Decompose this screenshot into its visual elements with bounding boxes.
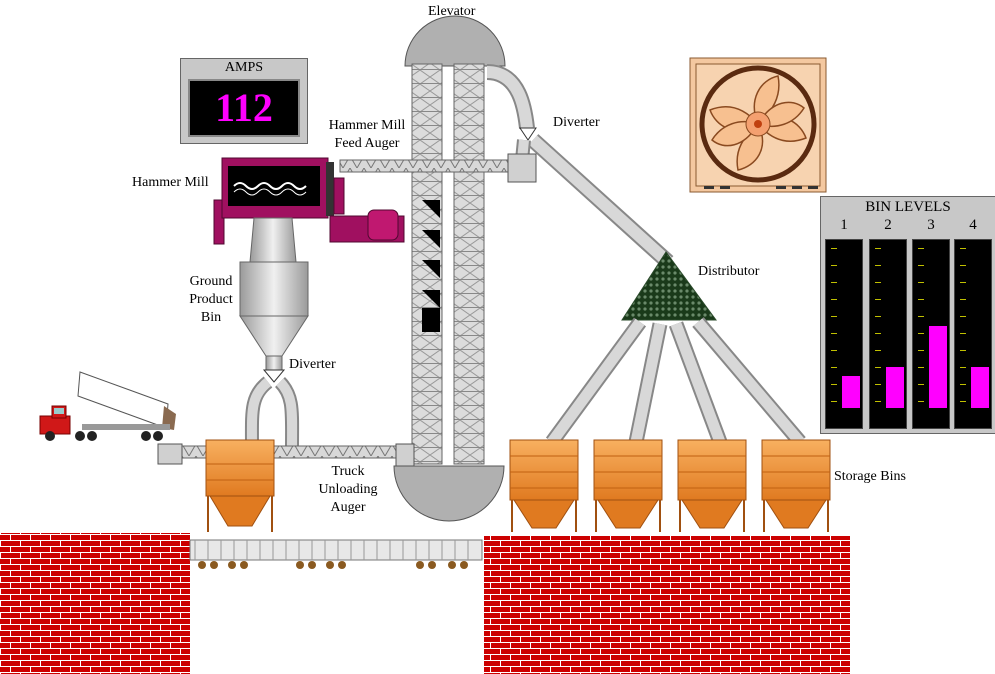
bin-level-fill [971,367,989,408]
amps-meter: AMPS 112 [180,58,308,144]
bin-level-tick [960,282,966,283]
bin-level-tick [875,282,881,283]
bin-level-tick [918,367,924,368]
bin-levels-title: BIN LEVELS [865,199,951,215]
diverter-top-label: Diverter [553,115,600,130]
bin-level-tick [875,384,881,385]
bin-level-label: 4 [969,217,977,233]
truck-unloading-auger-label-line1: Truck [331,464,365,479]
bin-level-tick [960,299,966,300]
ground-product-bin-label-line2: Product [189,292,233,307]
bin-levels-panel: BIN LEVELS 1 2 3 4 [820,196,995,434]
bin-level-tick [918,248,924,249]
truck-receiving-hopper [205,439,275,532]
bin-level-gauge [869,239,907,429]
bin-level-gauge [825,239,863,429]
bin-level-1: 1 [823,217,865,429]
bin-level-gauge [954,239,992,429]
hammer-mill-feed-auger [339,159,511,173]
bin-level-tick [918,316,924,317]
storage-bins-label: Storage Bins [834,469,906,484]
bin-level-3: 3 [910,217,952,429]
bin-level-tick [875,367,881,368]
amps-value: 112 [188,79,300,137]
truck-unloading-auger-label-line2: Unloading [318,482,378,497]
bin-level-fill [842,376,860,408]
bin-level-fill [929,326,947,408]
bin-level-tick [960,333,966,334]
bin-level-tick [918,384,924,385]
diverter-lower-label: Diverter [289,357,336,372]
bin-level-4: 4 [952,217,994,429]
bin-level-label: 1 [840,217,848,233]
truck-unloading-auger-label-line3: Auger [330,500,366,515]
bin-level-tick [831,350,837,351]
bin-level-label: 3 [927,217,935,233]
distributor-label: Distributor [698,264,760,279]
hammer-mill-feed-auger-label-line2: Feed Auger [334,136,400,151]
bin-level-tick [875,350,881,351]
bin-level-tick [918,333,924,334]
bin-level-tick [831,299,837,300]
hammer-mill [213,157,405,245]
bin-level-tick [918,282,924,283]
bin-level-tick [960,248,966,249]
bin-level-tick [831,384,837,385]
bin-level-tick [960,316,966,317]
brick-foundation-right [484,536,850,674]
bin-level-fill [886,367,904,408]
ground-product-bin [239,217,309,449]
ground-product-bin-label-line1: Ground [189,274,233,289]
storage-bins [509,439,831,532]
bin-level-tick [918,265,924,266]
hammer-mill-label: Hammer Mill [132,175,209,190]
bin-level-tick [831,316,837,317]
bin-level-tick [831,265,837,266]
ventilation-fan-icon[interactable] [689,57,827,193]
bin-level-tick [875,401,881,402]
bin-level-tick [831,282,837,283]
bin-level-tick [960,384,966,385]
bin-level-label: 2 [884,217,892,233]
bin-level-gauge [912,239,950,429]
bin-level-tick [875,299,881,300]
bin-level-tick [831,333,837,334]
bin-level-tick [960,350,966,351]
bucket-elevator [393,15,506,522]
diverter-lower-valve [262,369,286,383]
ground-product-bin-label-line3: Bin [200,310,222,325]
bin-level-tick [875,265,881,266]
bin-level-tick [918,299,924,300]
distributor-cone [621,251,717,321]
elevator-label: Elevator [428,4,476,19]
brick-foundation-left [0,533,190,674]
bin-level-tick [831,401,837,402]
bin-level-tick [918,350,924,351]
bin-level-tick [960,265,966,266]
hopper-railcar-icon [189,539,483,569]
bin-level-tick [831,367,837,368]
bin-level-tick [875,248,881,249]
bin-level-tick [918,401,924,402]
bin-level-tick [960,401,966,402]
bin-level-tick [875,333,881,334]
hammer-mill-feed-auger-label-line1: Hammer Mill [328,118,406,133]
bin-level-tick [960,367,966,368]
diverter-top-valve [519,127,537,141]
dump-truck-icon [39,371,176,441]
bin-level-2: 2 [867,217,909,429]
bin-level-tick [831,248,837,249]
bin-level-tick [875,316,881,317]
amps-title: AMPS [224,60,264,75]
